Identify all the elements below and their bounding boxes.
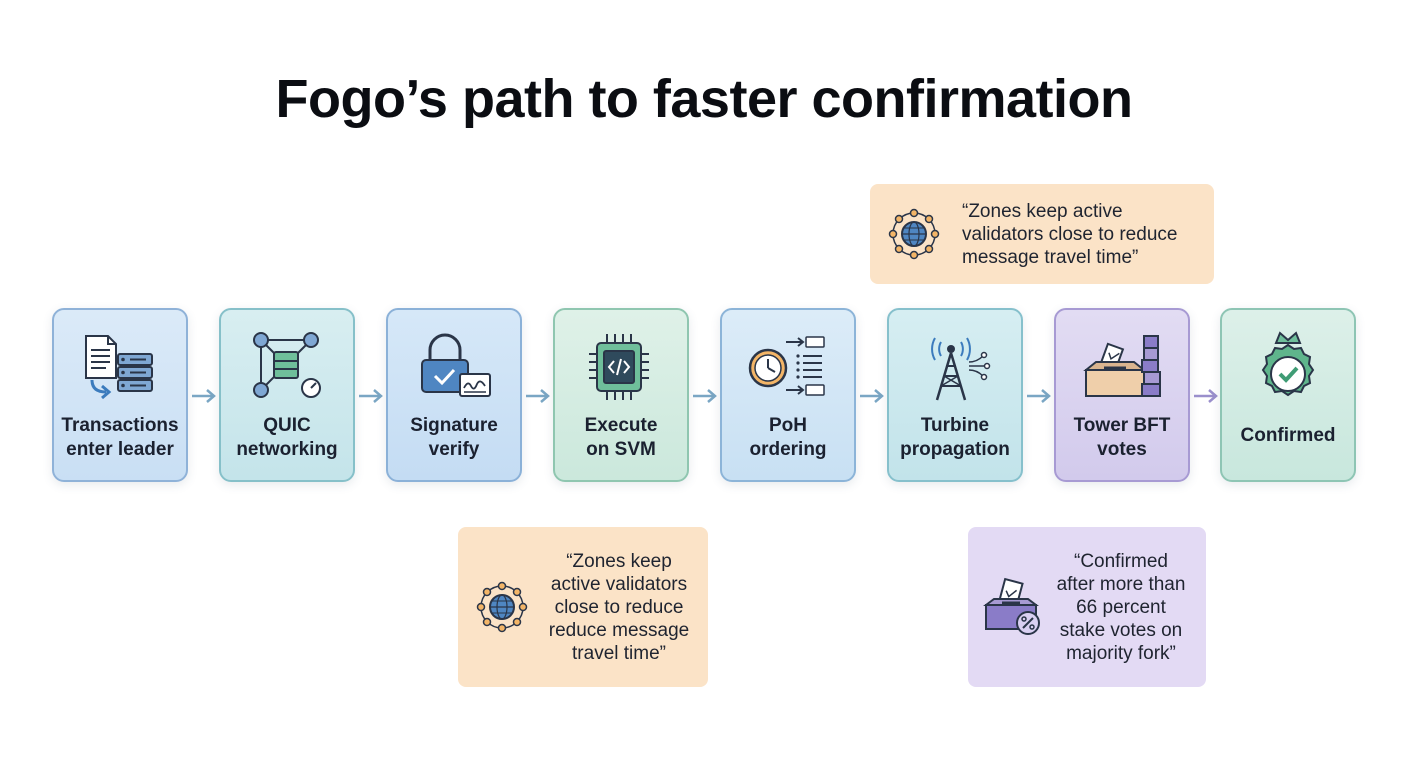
callout-confirmed-threshold: “Confirmed after more than 66 percent st… xyxy=(968,527,1206,687)
arrow-right-icon xyxy=(693,389,717,403)
badge-check-icon xyxy=(1222,324,1354,410)
arrow-right-icon xyxy=(192,389,216,403)
diagram-title: Fogo’s path to faster confirmation xyxy=(275,69,1133,129)
ballot-percent-icon xyxy=(982,577,1042,637)
step-confirmed: Confirmed xyxy=(1220,308,1356,482)
padlock-signature-icon xyxy=(388,324,520,410)
document-server-icon xyxy=(54,324,186,410)
ballot-box-stack-icon xyxy=(1056,324,1188,410)
clock-sequence-icon xyxy=(722,324,854,410)
arrow-right-icon xyxy=(359,389,383,403)
arrow-right-icon xyxy=(860,389,884,403)
step-label: Confirmed xyxy=(1240,425,1336,446)
callout-zones-top: “Zones keep active validators close to r… xyxy=(870,184,1214,284)
arrow-right-icon xyxy=(1194,389,1218,403)
globe-network-icon xyxy=(474,579,530,635)
network-nodes-icon xyxy=(221,324,353,410)
antenna-tower-icon xyxy=(889,324,1021,410)
callout-text: “Confirmed after more than 66 percent st… xyxy=(1056,551,1186,664)
callout-zones-bottom: “Zones keep active validators close to r… xyxy=(458,527,708,687)
chip-code-icon xyxy=(555,324,687,410)
globe-network-icon xyxy=(886,206,942,262)
callout-text: “Zones keep active validators close to r… xyxy=(548,551,690,664)
callout-text: “Zones keep active validators close to r… xyxy=(962,201,1178,268)
arrow-right-icon xyxy=(1027,389,1051,403)
arrow-right-icon xyxy=(526,389,550,403)
